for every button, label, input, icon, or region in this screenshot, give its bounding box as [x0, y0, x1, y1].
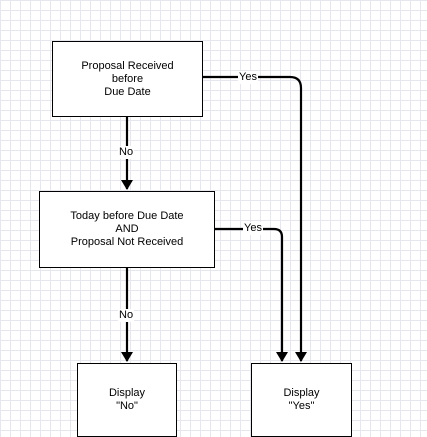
display-no-line-2: "No" — [116, 400, 138, 412]
edge-received-to-yes — [202, 75, 307, 362]
proposal-received-box: Proposal Received before Due Date — [52, 41, 203, 117]
today-before-due-box: Today before Due Date AND Proposal Not R… — [39, 191, 215, 268]
edge-today-to-yes — [214, 227, 288, 362]
display-no-line-1: Display — [108, 387, 146, 399]
edge-label-no-top: No — [118, 146, 135, 159]
edge-label-yes-top: Yes — [238, 71, 258, 84]
proposal-received-line-3: Due Date — [104, 85, 151, 98]
display-no-box: Display "No" — [77, 363, 177, 437]
display-yes-line-1: Display — [283, 387, 320, 399]
display-yes-line-2: "Yes" — [288, 400, 315, 412]
edge-label-no-bottom: No — [118, 309, 135, 322]
edge-label-yes-middle: Yes — [243, 222, 263, 235]
display-yes-box: Display "Yes" — [251, 363, 352, 437]
today-before-due-line-2: AND — [115, 223, 139, 235]
proposal-received-line-1: Proposal Received — [81, 59, 174, 72]
today-before-due-line-3: Proposal Not Received — [70, 236, 184, 248]
today-before-due-line-1: Today before Due Date — [70, 210, 184, 222]
proposal-received-line-2: before — [111, 72, 144, 85]
